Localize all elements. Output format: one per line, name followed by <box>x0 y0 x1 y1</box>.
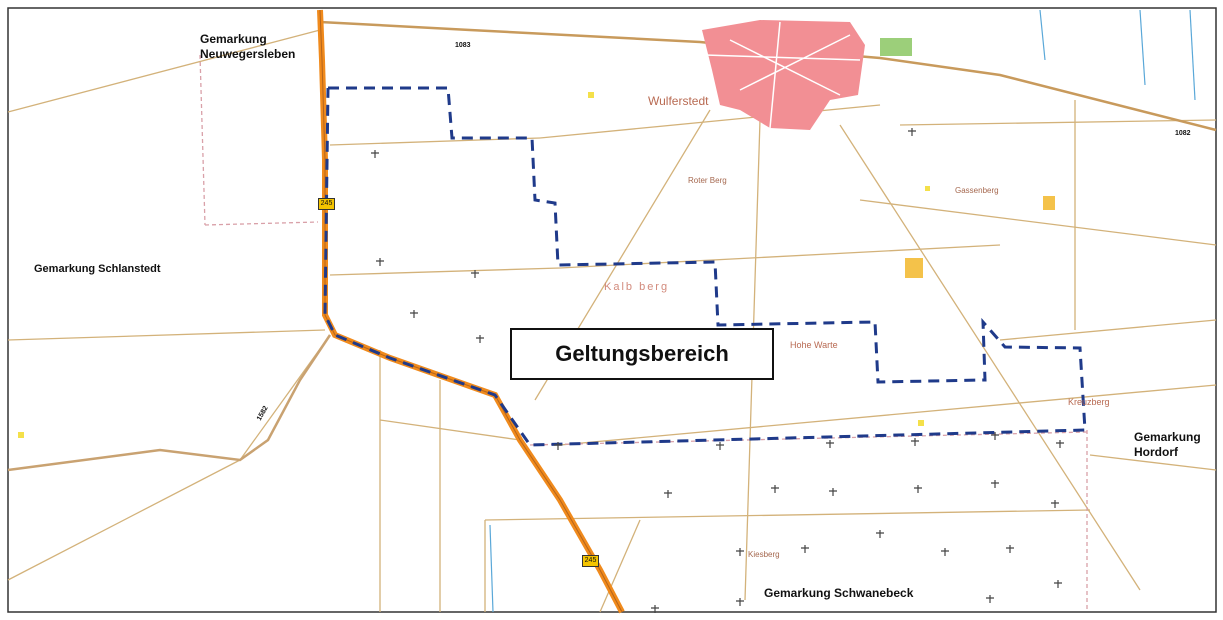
place-kalberg: Kalb berg <box>604 281 670 293</box>
road-label-1082: 1082 <box>1175 130 1191 137</box>
label-gemarkung-schwanebeck: Gemarkung Schwanebeck <box>764 586 914 600</box>
yellow-markers <box>18 92 1055 438</box>
map-frame <box>7 7 1217 613</box>
road-shield-b245-top: 245 <box>318 198 335 210</box>
road-shield-b245-bottom: 245 <box>582 555 599 567</box>
place-kiesberg: Kiesberg <box>748 550 780 559</box>
label-gemarkung-schlanstedt: Gemarkung Schlanstedt <box>34 263 161 275</box>
village-wulferstedt <box>702 20 912 130</box>
label-gemarkung-neuwegersleben: Gemarkung Neuwegersleben <box>200 32 296 61</box>
place-gassenberg: Gassenberg <box>955 186 999 195</box>
road-1582 <box>7 334 332 472</box>
place-kreuzberg: Kreuzberg <box>1068 397 1110 407</box>
water-ditches <box>489 9 1196 613</box>
place-wulferstedt: Wulferstedt <box>648 94 709 108</box>
label-geltungsbereich: Geltungsbereich <box>510 328 774 380</box>
place-hohe-warte: Hohe Warte <box>790 340 838 350</box>
place-roter-berg: Roter Berg <box>688 176 727 185</box>
field-tracks <box>7 29 1217 613</box>
wind-turbines <box>371 128 1064 613</box>
geltungsbereich-boundary <box>323 86 1087 447</box>
label-gemarkung-hordorf: Gemarkung Hordorf <box>1134 430 1201 459</box>
gemarkung-boundaries <box>199 54 1088 612</box>
road-label-1083: 1083 <box>455 42 471 49</box>
